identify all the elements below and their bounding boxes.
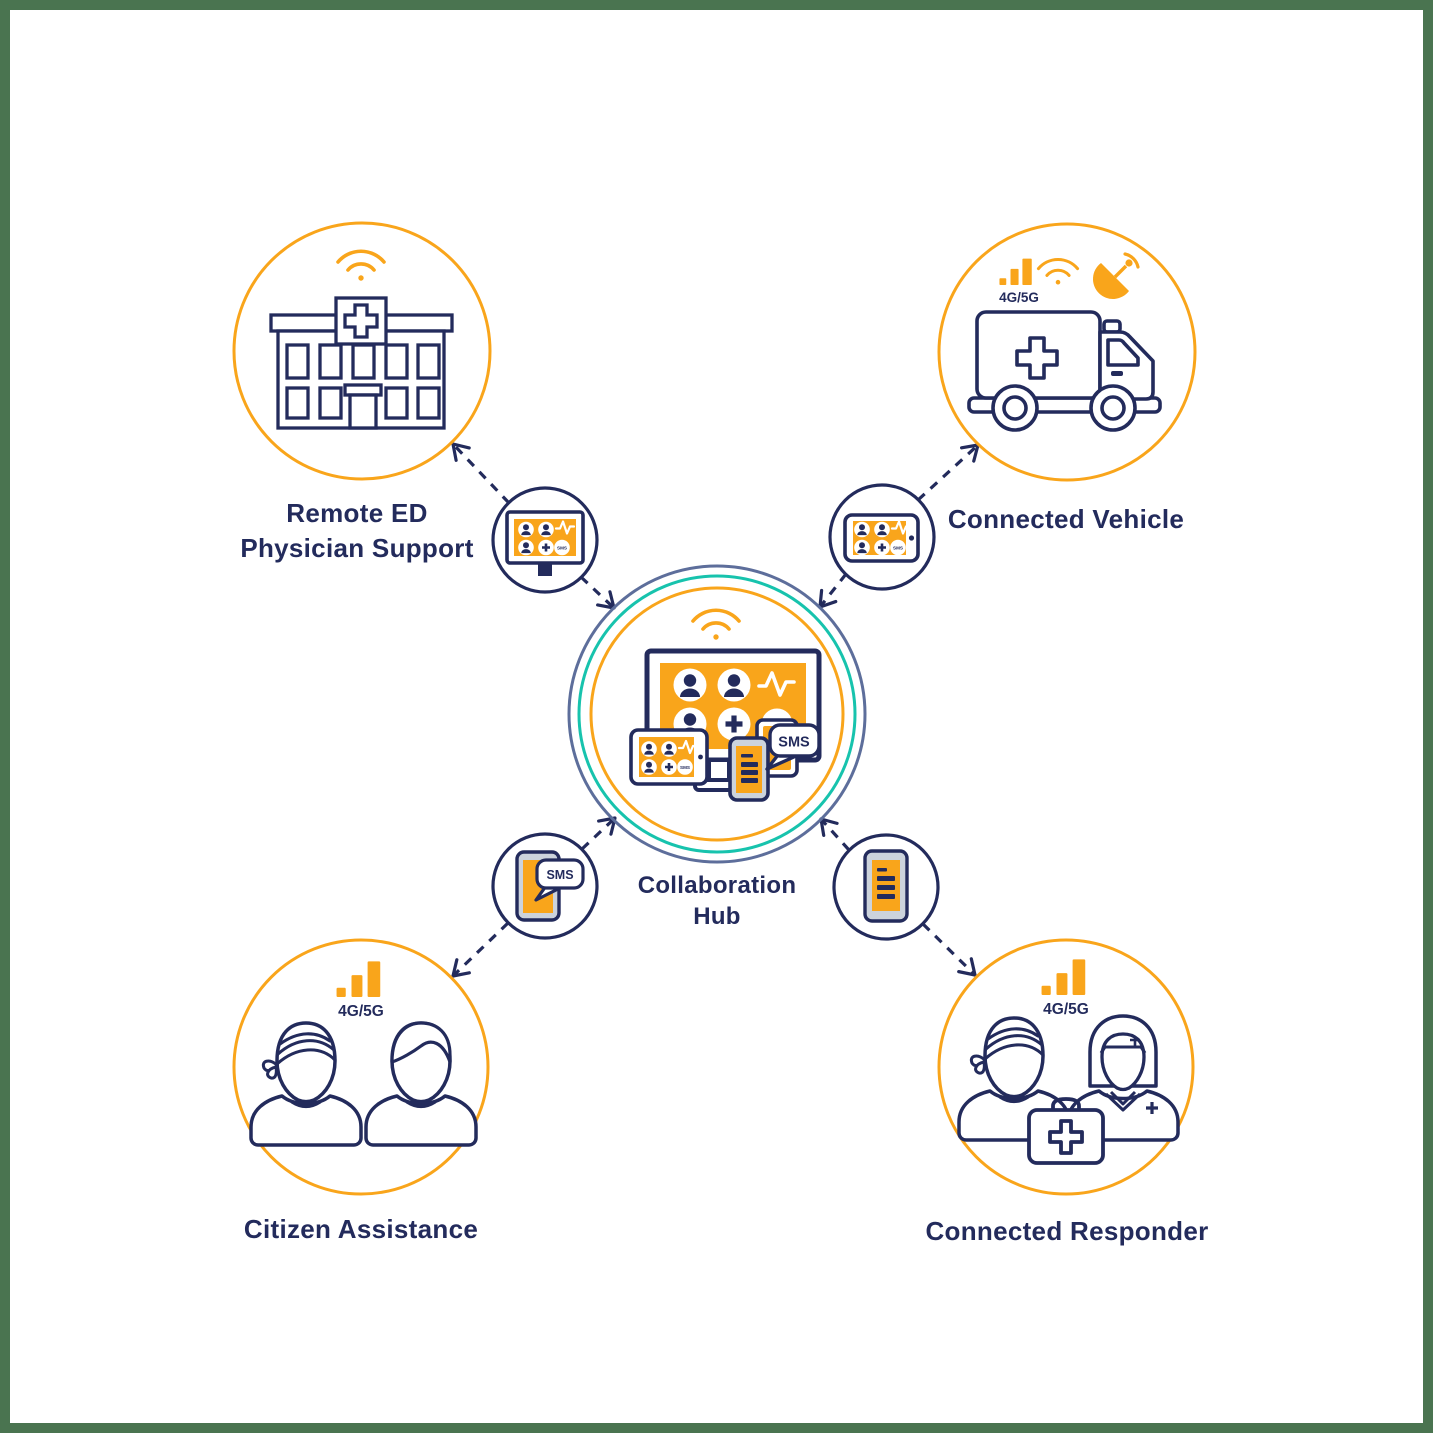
- hub-ring-inner: [589, 586, 845, 842]
- collaboration-hub-label: Collaboration Hub: [638, 870, 797, 932]
- first-aid-kit-icon: [1027, 1097, 1105, 1165]
- hub-label-line1: Collaboration: [637, 872, 797, 899]
- nurse-cap-cross: [1130, 1037, 1140, 1047]
- hub-sms-text: SMS: [778, 735, 810, 751]
- hub-ring-outer: [567, 564, 867, 864]
- arrow-remote-ed-to-hub: [579, 575, 616, 610]
- hub-tablet-landscape: [629, 728, 709, 786]
- two-citizens-icon: 4G/5G: [249, 961, 478, 1147]
- citizen-4g5g-badge: 4G/5G: [338, 1003, 384, 1020]
- hub-label-line2: Hub: [693, 903, 741, 930]
- connected-responder-label: Connected Responder: [925, 1216, 1209, 1246]
- connector-bottom-right: [832, 833, 940, 941]
- phone-messages-icon: [863, 849, 909, 923]
- arrow-vehicle-to-hub: [818, 573, 848, 609]
- remote-ed-label-line2: Physician Support: [240, 533, 474, 563]
- responder-4g5g-badge: 4G/5G: [1043, 1001, 1089, 1018]
- arrow-hub-to-responder: [921, 922, 977, 977]
- collaboration-hub-icon: SMS: [629, 608, 822, 802]
- connector-top-right: [828, 483, 936, 591]
- arrow-hub-to-citizen: [451, 921, 510, 978]
- telehealth-monitor-icon: [505, 510, 585, 576]
- uniform-cross: [1146, 1102, 1158, 1114]
- vehicle-4g5g-badge: 4G/5G: [999, 290, 1039, 305]
- arrow-hub-to-remote-ed: [451, 442, 511, 505]
- connection-arrows: [451, 442, 980, 978]
- telehealth-tablet-icon: [843, 513, 920, 563]
- satellite-dish-icon: [1093, 252, 1140, 299]
- connector-sms-text: SMS: [546, 868, 573, 882]
- hospital-door: [348, 393, 378, 430]
- monitor-stand: [538, 563, 552, 576]
- hub-phone: [728, 736, 770, 802]
- arrow-hub-to-vehicle: [916, 443, 980, 502]
- citizen-assistance-label: Citizen Assistance: [243, 1214, 479, 1244]
- connector-top-left: [491, 486, 599, 594]
- phone-sms-icon: SMS: [515, 850, 585, 922]
- arrow-responder-to-hub: [819, 817, 851, 852]
- connector-bottom-left: SMS: [491, 832, 599, 940]
- nurse-figure: [1066, 1014, 1180, 1142]
- hospital-windows: [285, 343, 441, 420]
- hub-ring-middle: [577, 574, 857, 854]
- ambulance-with-connectivity-icon: 4G/5G: [967, 252, 1162, 432]
- wifi-icon: [691, 608, 741, 642]
- responder-team-icon: 4G/5G: [957, 959, 1180, 1165]
- arrow-citizen-to-hub: [580, 816, 617, 851]
- tablet-camera-dot: [908, 535, 915, 541]
- remote-ed-label-line1: Remote ED: [286, 498, 428, 528]
- tablet-camera-dot: [698, 754, 703, 760]
- hub-sms-bubble: SMS: [765, 723, 821, 771]
- hub-rings: [567, 564, 867, 864]
- remote-ed-label: Remote ED Physician Support: [240, 496, 473, 566]
- connected-vehicle-label: Connected Vehicle: [947, 504, 1185, 534]
- hospital-with-wifi-icon: [269, 249, 454, 430]
